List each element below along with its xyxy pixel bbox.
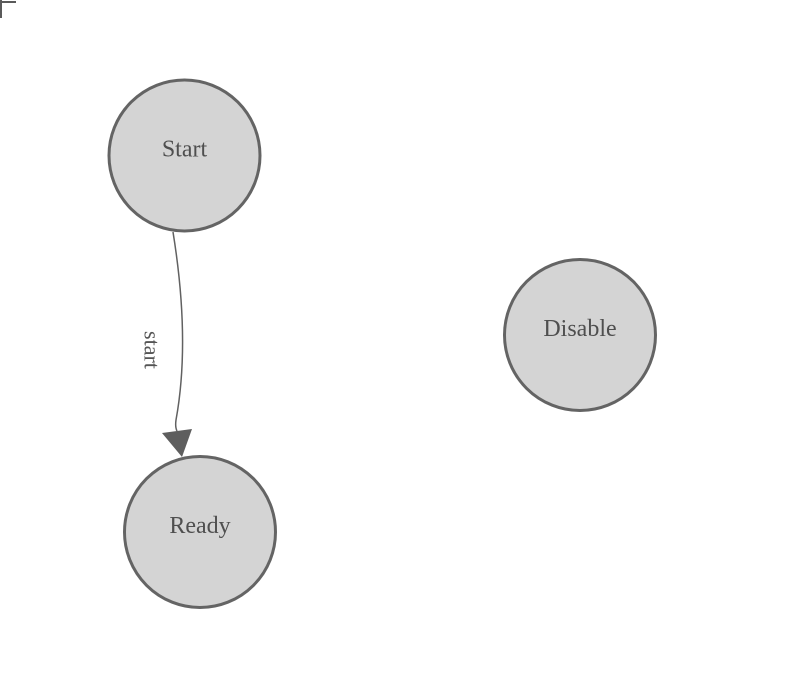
edge-label: start — [140, 331, 165, 369]
state-node-start[interactable]: Start — [107, 78, 262, 233]
state-circle[interactable] — [107, 78, 262, 233]
state-circle[interactable] — [123, 455, 277, 609]
state-label: Ready — [169, 513, 230, 539]
state-label: Start — [162, 137, 208, 163]
arrowhead-icon — [162, 429, 192, 457]
edge-path[interactable] — [172, 231, 184, 432]
state-node-disable[interactable]: Disable — [503, 258, 657, 412]
origin-corner-icon — [0, 0, 16, 18]
state-label: Disable — [543, 316, 616, 342]
state-node-ready[interactable]: Ready — [123, 455, 277, 609]
state-circle[interactable] — [503, 258, 657, 412]
transition-start-to-ready[interactable]: start — [140, 231, 193, 457]
